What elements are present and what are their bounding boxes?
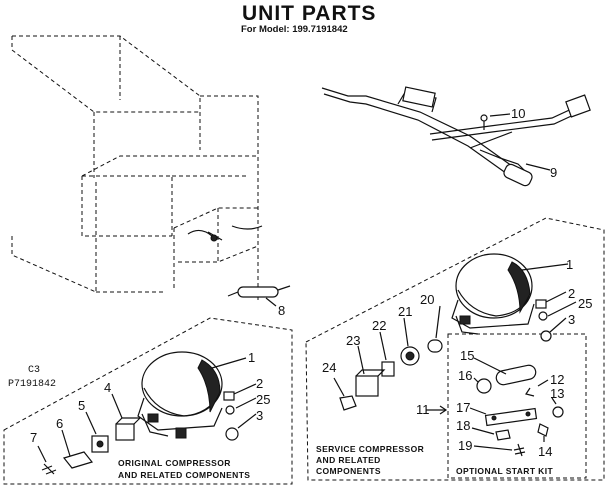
callout-11: 11	[416, 402, 430, 417]
code-c3: C3	[28, 365, 40, 376]
callout-19: 19	[458, 438, 472, 453]
callout-3-service: 3	[568, 312, 575, 327]
screw-part-10: 10	[480, 106, 525, 130]
callout-9: 9	[550, 165, 557, 180]
callout-2-original: 2	[256, 376, 263, 391]
callout-18: 18	[456, 418, 470, 433]
callout-24: 24	[322, 360, 336, 375]
callout-13: 13	[550, 386, 564, 401]
callout-16: 16	[458, 368, 472, 383]
original-compressor-frame	[3, 317, 293, 485]
callout-23: 23	[346, 333, 360, 348]
callout-10: 10	[511, 106, 525, 121]
original-compressor-part-1: 1	[137, 350, 255, 439]
service-caption-line-3: COMPONENTS	[316, 466, 381, 476]
callout-4: 4	[104, 380, 111, 395]
wiring-harness-part-9: 9	[321, 86, 591, 187]
service-relay-parts: 20 21 22 23 24 11	[322, 292, 448, 417]
callout-1-original: 1	[248, 350, 255, 365]
optional-start-kit-frame	[447, 333, 587, 479]
service-compressor-part-1: 1	[451, 253, 573, 335]
model-number: For Model: 199.7191842	[241, 24, 348, 35]
optional-start-kit-caption: OPTIONAL START KIT	[456, 466, 553, 476]
callout-5: 5	[78, 398, 85, 413]
service-caption-line-2: AND RELATED	[316, 455, 381, 465]
callout-25-original: 25	[256, 392, 270, 407]
callout-21: 21	[398, 304, 412, 319]
callout-12: 12	[550, 372, 564, 387]
callout-15: 15	[460, 348, 474, 363]
terminal-parts-bottom: 2 25 3	[223, 376, 270, 441]
drier-part-8: 8	[227, 285, 291, 318]
original-caption-line-1: ORIGINAL COMPRESSOR	[118, 458, 231, 468]
callout-25-service: 25	[578, 296, 592, 311]
callout-3-original: 3	[256, 408, 263, 423]
callout-2-service: 2	[568, 286, 575, 301]
start-kit-parts: 15 16 12 17 13 14 18 19	[456, 348, 564, 459]
original-caption-line-2: AND RELATED COMPONENTS	[118, 470, 250, 480]
callout-17: 17	[456, 400, 470, 415]
callout-8: 8	[278, 303, 285, 318]
service-compressor-frame	[305, 217, 605, 481]
part-number-code: P7191842	[8, 379, 56, 390]
original-relay-parts: 4 5 6 7	[30, 380, 142, 475]
cabinet-outline	[11, 35, 263, 300]
terminal-parts-top: 2 25 3	[535, 286, 592, 342]
callout-7: 7	[30, 430, 37, 445]
page-title: UNIT PARTS	[242, 2, 376, 25]
callout-20: 20	[420, 292, 434, 307]
service-caption-line-1: SERVICE COMPRESSOR	[316, 444, 424, 454]
callout-6: 6	[56, 416, 63, 431]
callout-14: 14	[538, 444, 552, 459]
callout-22: 22	[372, 318, 386, 333]
callout-1-service: 1	[566, 257, 573, 272]
